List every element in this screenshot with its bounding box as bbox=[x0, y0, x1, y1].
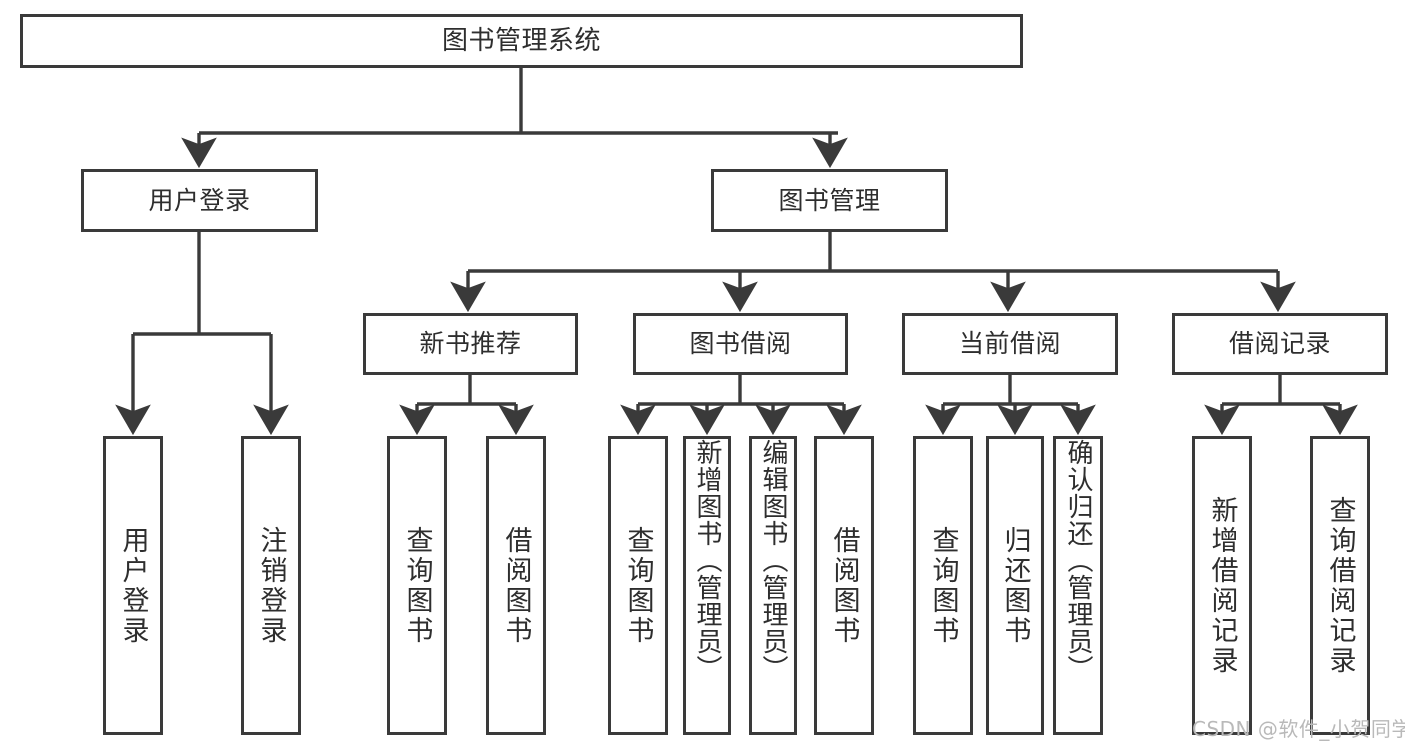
node-leaf-borrow-book-1-label: 借阅图书 bbox=[500, 525, 532, 646]
node-leaf-return-book[interactable]: 归还图书 bbox=[986, 436, 1044, 735]
node-leaf-borrow-book-2[interactable]: 借阅图书 bbox=[814, 436, 874, 735]
node-leaf-edit-book[interactable]: 编辑图书（管理员） bbox=[749, 436, 797, 735]
node-book-borrow-label: 图书借阅 bbox=[689, 329, 792, 359]
node-leaf-query-book-1-label: 查询图书 bbox=[401, 525, 433, 646]
node-leaf-query-book-2[interactable]: 查询图书 bbox=[608, 436, 668, 735]
node-leaf-edit-book-label: 编辑图书（管理员） bbox=[758, 439, 788, 682]
node-leaf-confirm-return[interactable]: 确认归还（管理员） bbox=[1053, 436, 1103, 735]
node-leaf-logout[interactable]: 注销登录 bbox=[241, 436, 301, 735]
node-new-book-rec[interactable]: 新书推荐 bbox=[363, 313, 578, 375]
node-current-borrow[interactable]: 当前借阅 bbox=[902, 313, 1118, 375]
node-current-borrow-label: 当前借阅 bbox=[958, 329, 1061, 359]
node-leaf-add-record-label: 新增借阅记录 bbox=[1206, 495, 1238, 676]
node-leaf-add-record[interactable]: 新增借阅记录 bbox=[1192, 436, 1252, 735]
node-root-label: 图书管理系统 bbox=[441, 25, 601, 56]
node-leaf-query-record-label: 查询借阅记录 bbox=[1324, 495, 1356, 676]
node-leaf-confirm-return-label: 确认归还（管理员） bbox=[1063, 439, 1093, 682]
node-book-manage[interactable]: 图书管理 bbox=[711, 169, 948, 232]
node-leaf-return-book-label: 归还图书 bbox=[999, 525, 1031, 646]
node-user-login[interactable]: 用户登录 bbox=[81, 169, 318, 232]
node-book-borrow[interactable]: 图书借阅 bbox=[633, 313, 848, 375]
node-new-book-rec-label: 新书推荐 bbox=[419, 329, 522, 359]
node-leaf-add-book[interactable]: 新增图书（管理员） bbox=[683, 436, 731, 735]
node-leaf-add-book-label: 新增图书（管理员） bbox=[692, 439, 722, 682]
node-user-login-label: 用户登录 bbox=[148, 185, 251, 215]
node-leaf-borrow-book-1[interactable]: 借阅图书 bbox=[486, 436, 546, 735]
node-root[interactable]: 图书管理系统 bbox=[20, 14, 1023, 68]
node-leaf-query-book-2-label: 查询图书 bbox=[622, 525, 654, 646]
watermark: CSDN @软件_小贺同学 bbox=[1192, 717, 1405, 741]
node-borrow-record[interactable]: 借阅记录 bbox=[1172, 313, 1388, 375]
node-leaf-user-login-label: 用户登录 bbox=[117, 525, 149, 646]
node-leaf-query-book-3-label: 查询图书 bbox=[927, 525, 959, 646]
node-leaf-query-book-3[interactable]: 查询图书 bbox=[913, 436, 973, 735]
node-leaf-query-record[interactable]: 查询借阅记录 bbox=[1310, 436, 1370, 735]
node-leaf-user-login[interactable]: 用户登录 bbox=[103, 436, 163, 735]
node-book-manage-label: 图书管理 bbox=[778, 185, 881, 215]
node-leaf-borrow-book-2-label: 借阅图书 bbox=[828, 525, 860, 646]
node-leaf-logout-label: 注销登录 bbox=[255, 525, 287, 646]
node-borrow-record-label: 借阅记录 bbox=[1228, 329, 1331, 359]
node-leaf-query-book-1[interactable]: 查询图书 bbox=[387, 436, 447, 735]
